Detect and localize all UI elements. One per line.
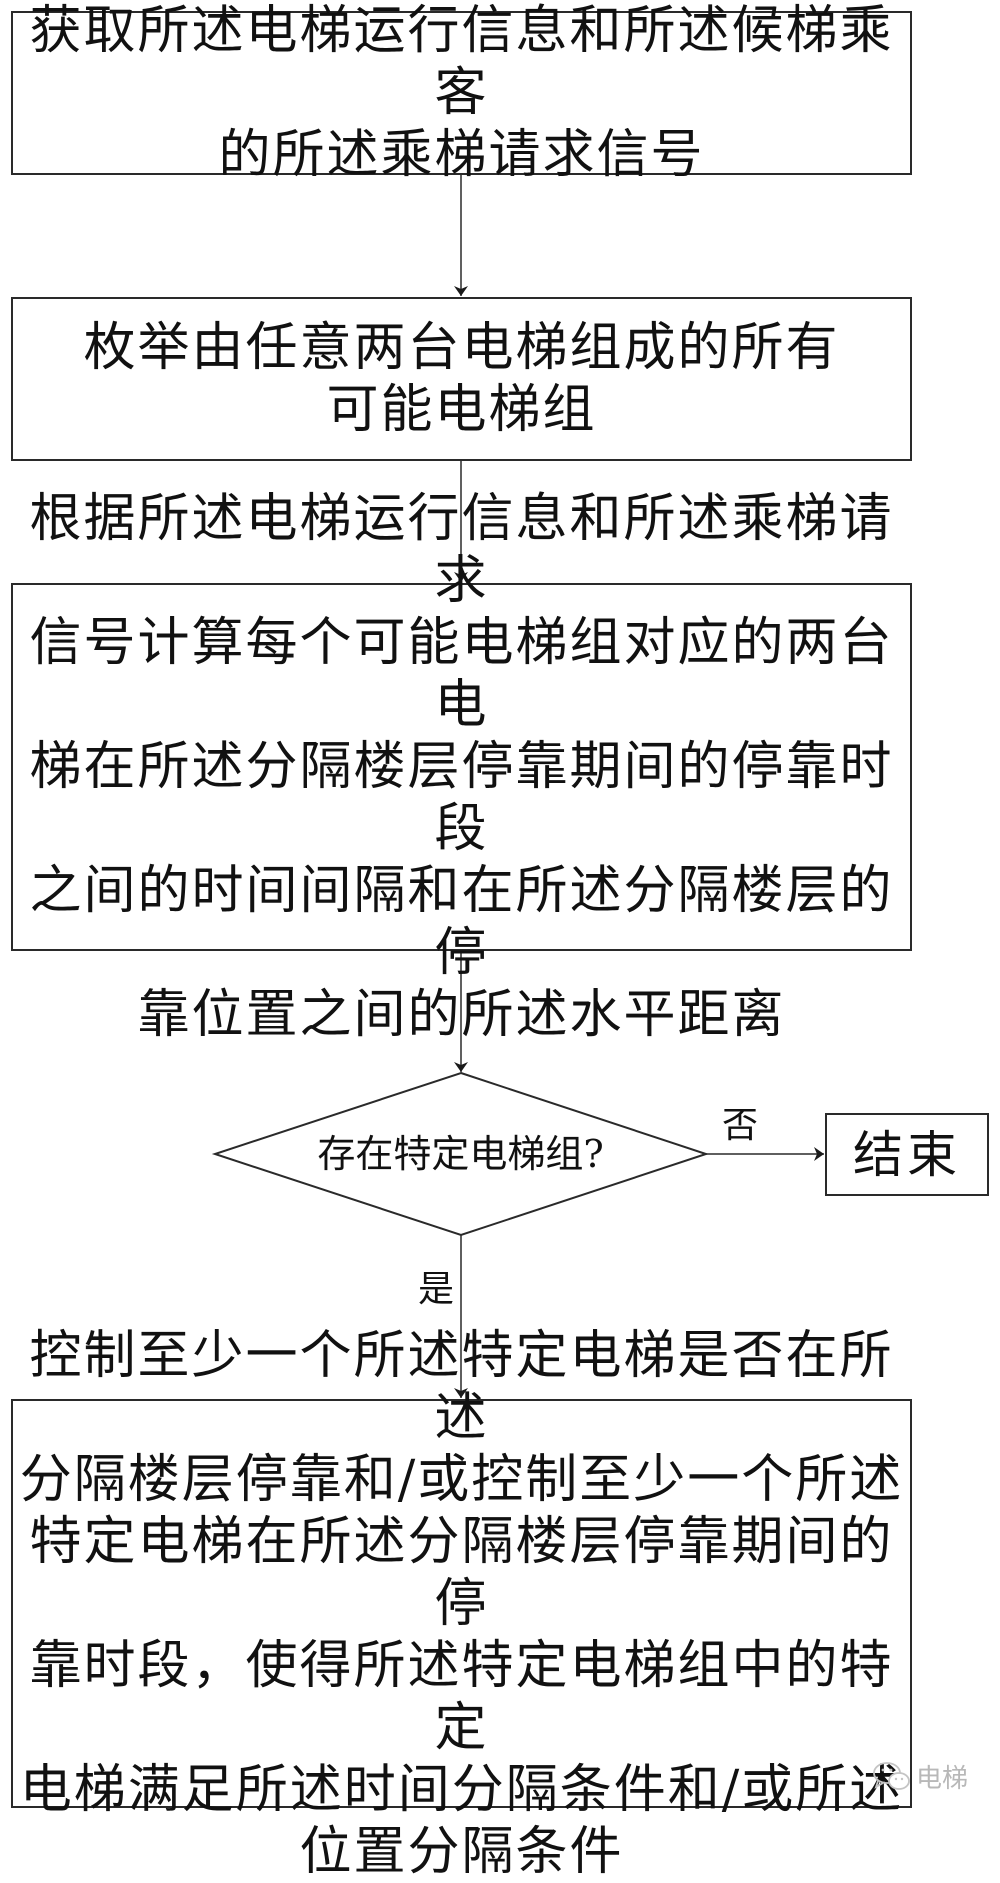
- step-enumerate-groups-box: 枚举由任意两台电梯组成的所有 可能电梯组: [11, 297, 912, 461]
- step-control-box: 控制至少一个所述特定电梯是否在所述 分隔楼层停靠和/或控制至少一个所述 特定电梯…: [11, 1326, 912, 1882]
- end-box: 结束: [825, 1113, 989, 1196]
- step-calculate-text: 根据所述电梯运行信息和所述乘梯请求 信号计算每个可能电梯组对应的两台电 梯在所述…: [29, 489, 894, 1045]
- flow-connectors: [211, 175, 824, 1398]
- decision-yes-label: 是: [418, 1269, 455, 1310]
- decision-no-label: 否: [722, 1105, 759, 1146]
- step-calculate-box: 根据所述电梯运行信息和所述乘梯请求 信号计算每个可能电梯组对应的两台电 梯在所述…: [11, 489, 912, 1045]
- wechat-icon: [873, 1761, 910, 1790]
- decision-text: 存在特定电梯组?: [317, 1132, 604, 1176]
- step-enumerate-groups-text: 枚举由任意两台电梯组成的所有 可能电梯组: [83, 318, 840, 440]
- step-acquire-info-box: 获取所述电梯运行信息和所述候梯乘客 的所述乘梯请求信号: [11, 1, 912, 185]
- step-control-text: 控制至少一个所述特定电梯是否在所述 分隔楼层停靠和/或控制至少一个所述 特定电梯…: [19, 1325, 904, 1882]
- step-acquire-info-text: 获取所述电梯运行信息和所述候梯乘客 的所述乘梯请求信号: [29, 1, 894, 185]
- watermark: 电梯: [872, 1758, 968, 1795]
- watermark-text: 电梯: [916, 1764, 969, 1794]
- end-text: 结束: [853, 1125, 961, 1184]
